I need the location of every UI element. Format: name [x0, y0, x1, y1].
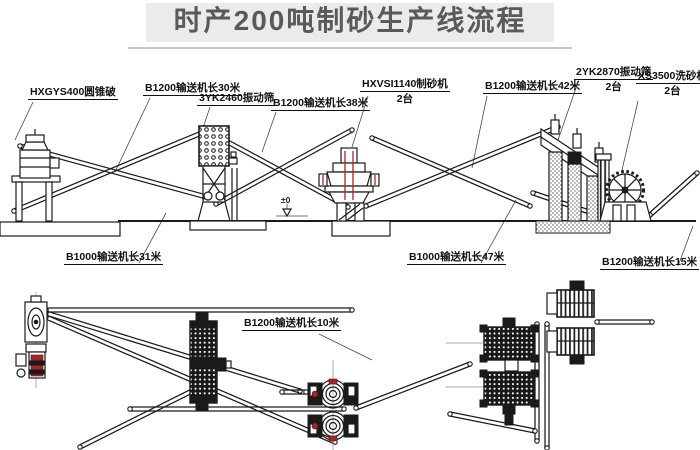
conveyor-42m-label: B1200输送机长42米 [483, 80, 583, 94]
plan-conveyor-washer-out [594, 319, 655, 325]
conveyor-30m-label: B1200输送机长30米 [143, 82, 243, 96]
plan-conveyor-bottom-diag [447, 411, 538, 434]
cone-crusher-label: HXGYS400圆锥破 [28, 86, 118, 100]
page-title: 时产200吨制砂生产线流程 [0, 3, 700, 42]
conveyor-15m-label: B1200输送机长15米 [600, 256, 700, 270]
callout-conveyor-42m: B1200输送机长42米 [483, 80, 583, 94]
page-title-text: 时产200吨制砂生产线流程 [145, 3, 555, 42]
plan-conveyor-vertical-1 [534, 321, 540, 444]
conveyor-b1200-42m [363, 124, 561, 209]
screen-2yk2870-qty: 2台 [605, 81, 622, 94]
cone-crusher-plan [15, 292, 48, 388]
callout-cone-crusher: HXGYS400圆锥破 [28, 86, 118, 100]
callout-conveyor-47m: B1000输送机长47米 [407, 251, 507, 265]
screen-3yk2460-label: 3YK2460振动筛 [197, 92, 277, 106]
screen-3yk2460-plan [189, 311, 232, 411]
callout-sand-maker: HXVSI1140制砂机 2台 [360, 78, 450, 105]
conveyor-38m-label: B1200输送机长38米 [271, 97, 371, 111]
sand-maker-elevation [318, 147, 380, 222]
callout-conveyor-30m: B1200输送机长30米 [143, 82, 243, 96]
callout-conveyor-10m: B1200输送机长10米 [242, 317, 342, 331]
conveyor-cross-right [369, 135, 533, 209]
sand-maker-label: HXVSI1140制砂机 [360, 78, 450, 93]
inclined-screen-elevation [540, 114, 608, 222]
plan-conveyor-down-left [77, 386, 199, 450]
conveyor-31m-label: B1000输送机长31米 [64, 251, 164, 265]
screen-2yk2870-label: 2YK2870振动筛 [574, 66, 654, 81]
callout-conveyor-31m: B1000输送机长31米 [64, 251, 164, 265]
conveyor-b1200-38m [213, 127, 355, 207]
title-divider [128, 47, 572, 49]
sand-washer-label: XS3500洗砂机 [636, 70, 700, 85]
screen-2yk2870-plan [446, 317, 539, 426]
screen-tower-elevation [197, 125, 238, 222]
ground-line [0, 220, 696, 237]
callout-conveyor-15m: B1200输送机长15米 [600, 256, 700, 270]
callout-screen-3yk2460: 3YK2460振动筛 [197, 92, 277, 106]
cone-crusher-elevation [11, 129, 61, 222]
callout-screen-2yk2870: 2YK2870振动筛 2台 [574, 66, 654, 94]
plan-conveyor-to-screens [353, 361, 473, 411]
elevation-marker-label: ±0 [281, 195, 291, 205]
sand-maker-plan [307, 360, 359, 450]
sand-washer-qty: 2台 [664, 85, 681, 98]
conveyor-10m-label: B1200输送机长10米 [242, 317, 342, 331]
callout-sand-washer: XS3500洗砂机 2台 [636, 70, 700, 97]
leader-lines [14, 87, 694, 361]
elevation-marker-symbol [276, 204, 308, 218]
sand-washer-elevation [595, 153, 652, 222]
conveyor-b1200-15m [647, 170, 700, 218]
callout-conveyor-38m: B1200输送机长38米 [271, 97, 371, 111]
plan-conveyor-stub [279, 389, 309, 395]
sand-maker-qty: 2台 [396, 93, 414, 106]
sand-washer-plan [546, 280, 595, 365]
conveyor-47m-label: B1000输送机长47米 [407, 251, 507, 265]
